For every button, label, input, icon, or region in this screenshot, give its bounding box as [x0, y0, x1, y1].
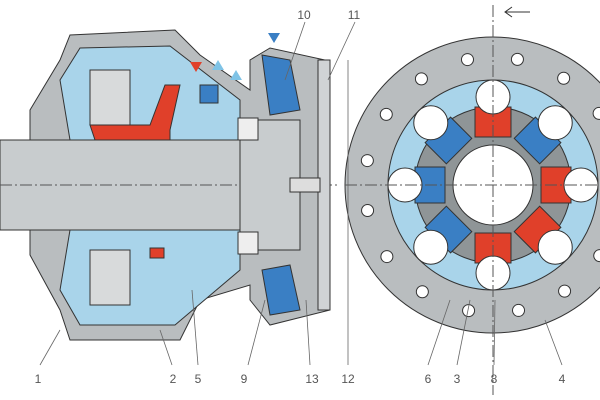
bolt-hole	[361, 204, 375, 218]
label-2: 2	[169, 372, 177, 386]
label-5: 5	[194, 372, 202, 386]
end-view	[344, 5, 600, 395]
label-1: 1	[34, 372, 42, 386]
bolt-hole	[414, 72, 428, 86]
roller	[537, 229, 573, 265]
bolt-hole	[379, 107, 393, 121]
leader-lines	[39, 21, 563, 366]
label-3: 3	[453, 372, 461, 386]
blue-arrow-marker-2	[230, 70, 242, 80]
bolt-hole	[462, 304, 476, 318]
bolt-hole	[512, 303, 526, 317]
red-seal-lower	[149, 247, 165, 259]
red-arrow-marker	[190, 62, 202, 72]
blue-arrow-marker-3	[268, 33, 280, 43]
roller	[537, 105, 573, 141]
bolt-hole	[557, 71, 571, 85]
label-13: 13	[305, 372, 319, 386]
bearing-right-upper	[237, 117, 259, 141]
blue-distributor-lower	[261, 264, 301, 316]
label-4: 4	[558, 372, 566, 386]
cross-section-view	[0, 29, 340, 341]
blue-distributor-upper	[261, 54, 301, 116]
section-arrow	[504, 6, 530, 18]
roller	[413, 229, 449, 265]
label-8: 8	[490, 372, 498, 386]
piston	[413, 205, 473, 265]
bolt-hole	[510, 52, 524, 66]
bolt-hole	[558, 284, 572, 298]
piston	[513, 105, 573, 165]
piston	[513, 205, 573, 265]
roller	[413, 105, 449, 141]
bearing-upper	[89, 69, 131, 126]
label-11: 11	[347, 8, 361, 22]
label-9: 9	[240, 372, 248, 386]
bolt-hole	[360, 154, 374, 168]
oil-chamber-lower	[59, 229, 241, 326]
label-10: 10	[297, 8, 311, 22]
label-6: 6	[424, 372, 432, 386]
bolt-hole	[415, 285, 429, 299]
bolt-hole	[592, 106, 600, 120]
blue-valve	[199, 84, 219, 104]
bearing-right-lower	[237, 231, 259, 255]
bolt-hole	[460, 53, 474, 67]
bearing-lower	[89, 249, 131, 306]
bolt-hole	[380, 250, 394, 264]
center-bolt	[289, 177, 321, 193]
blue-arrow-marker-1	[212, 60, 224, 70]
red-valve-part	[89, 84, 181, 141]
label-12: 12	[341, 372, 355, 386]
piston	[413, 105, 473, 165]
